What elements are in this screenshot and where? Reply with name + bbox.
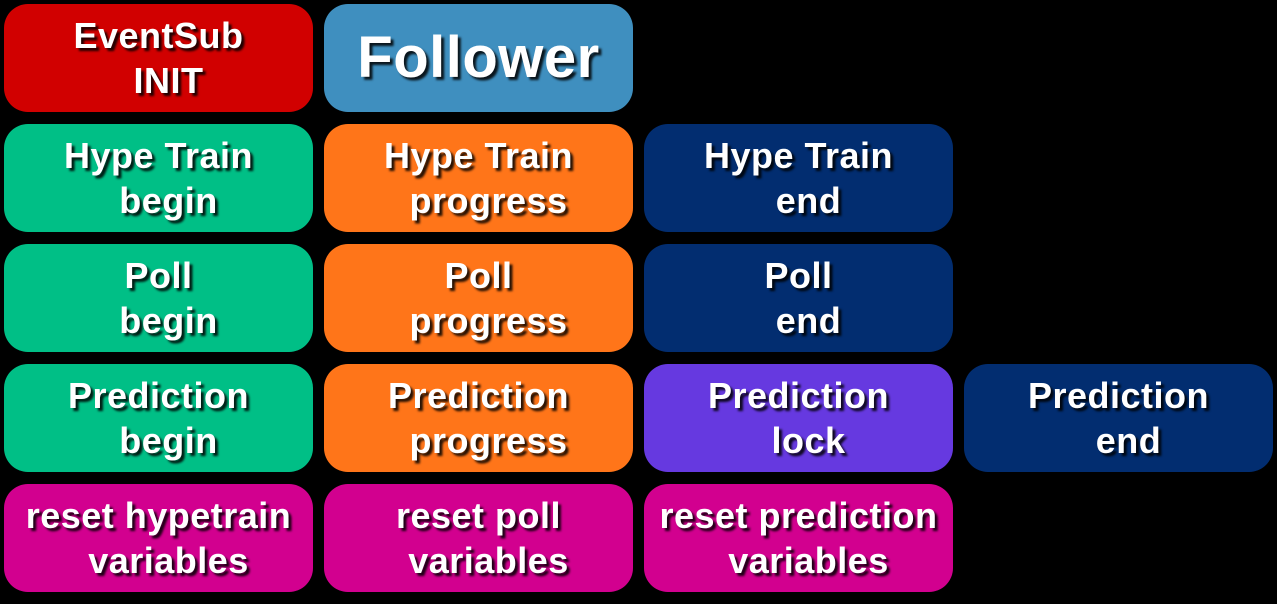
prediction-end-button[interactable]: Prediction end [964,364,1273,472]
button-label-line1: Poll [764,255,833,296]
button-label-line1: Prediction [707,375,890,416]
button-label-line1: Follower [357,25,600,90]
button-label-line1: Prediction [67,375,250,416]
button-label-line2: INIT [133,60,204,101]
button-label-line1: Prediction [1027,375,1210,416]
button-label-line1: Prediction [387,375,570,416]
reset-hypetrain-variables-button[interactable]: reset hypetrain variables [4,484,313,592]
button-label-line2: variables [88,540,249,581]
poll-progress-button[interactable]: Poll progress [324,244,633,352]
button-label-line2: begin [119,300,218,341]
button-label-line1: Hype Train [703,135,894,176]
button-label-line1: Hype Train [63,135,254,176]
button-label-line2: end [775,180,842,221]
button-label-line2: end [1095,420,1162,461]
button-label-line1: reset poll [395,495,562,536]
button-label-line2: progress [409,180,568,221]
button-label-line1: Poll [124,255,193,296]
poll-begin-button[interactable]: Poll begin [4,244,313,352]
prediction-lock-button[interactable]: Prediction lock [644,364,953,472]
button-label-line1: Poll [444,255,513,296]
follower-button[interactable]: Follower [324,4,633,112]
button-label-line1: reset hypetrain [25,495,292,536]
reset-prediction-variables-button[interactable]: reset prediction variables [644,484,953,592]
button-label-line1: EventSub [73,15,244,56]
button-label-line1: Hype Train [383,135,574,176]
button-label-line2: progress [409,420,568,461]
eventsub-init-button[interactable]: EventSub INIT [4,4,313,112]
button-label-line2: progress [409,300,568,341]
hype-train-end-button[interactable]: Hype Train end [644,124,953,232]
hype-train-begin-button[interactable]: Hype Train begin [4,124,313,232]
button-label-line2: variables [728,540,889,581]
prediction-progress-button[interactable]: Prediction progress [324,364,633,472]
button-label-line2: lock [771,420,846,461]
button-label-line1: reset prediction [659,495,938,536]
reset-poll-variables-button[interactable]: reset poll variables [324,484,633,592]
prediction-begin-button[interactable]: Prediction begin [4,364,313,472]
hype-train-progress-button[interactable]: Hype Train progress [324,124,633,232]
button-label-line2: variables [408,540,569,581]
button-label-line2: begin [119,420,218,461]
poll-end-button[interactable]: Poll end [644,244,953,352]
button-label-line2: begin [119,180,218,221]
button-label-line2: end [775,300,842,341]
